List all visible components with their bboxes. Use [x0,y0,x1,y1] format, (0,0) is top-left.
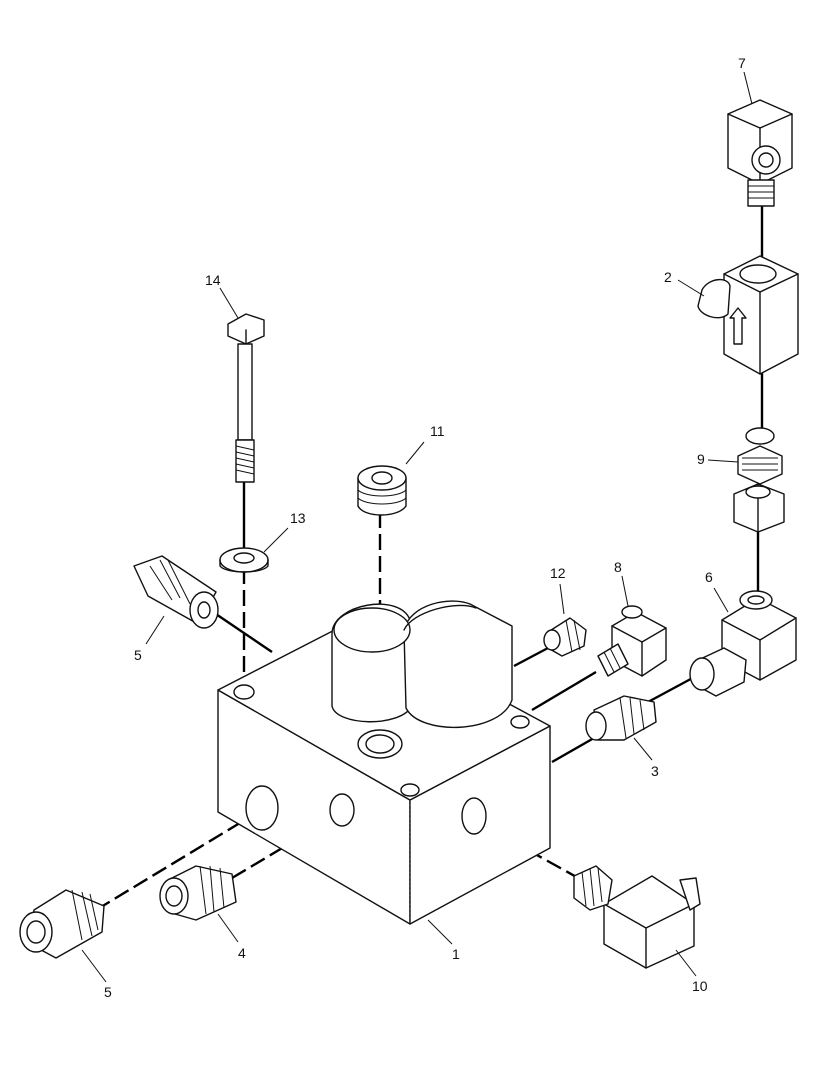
manifold-block [217,600,551,925]
callout-9: 9 [697,451,705,467]
callout-4: 4 [238,945,246,961]
callout-14: 14 [205,272,221,288]
callout-3: 3 [651,763,659,779]
callout-12: 12 [550,565,566,581]
callout-8: 8 [614,559,622,575]
callout-13: 13 [290,510,306,526]
leader-lines [81,71,753,983]
valve-2 [697,255,799,375]
fitting-8 [597,605,667,677]
callout-5-lower: 5 [104,984,112,1000]
fitting-6 [689,590,797,697]
fitting-3 [585,695,657,741]
elbow-10 [573,865,701,969]
callout-7: 7 [738,55,746,71]
callout-5-upper: 5 [134,647,142,663]
bolt [227,313,265,483]
callout-10: 10 [692,978,708,994]
callout-labels: 14 11 13 5 12 8 6 3 2 9 7 1 4 5 10 [104,55,746,1000]
plug [357,465,407,516]
fitting-5-lower [19,889,105,959]
fitting-4 [159,865,237,921]
fitting-12 [543,617,587,657]
callout-6: 6 [705,569,713,585]
fitting-9 [733,427,785,533]
callout-2: 2 [664,269,672,285]
callout-1: 1 [452,946,460,962]
fitting-5-upper [133,555,219,629]
callout-11: 11 [430,423,445,439]
fitting-7 [727,99,793,207]
washer [219,547,269,573]
